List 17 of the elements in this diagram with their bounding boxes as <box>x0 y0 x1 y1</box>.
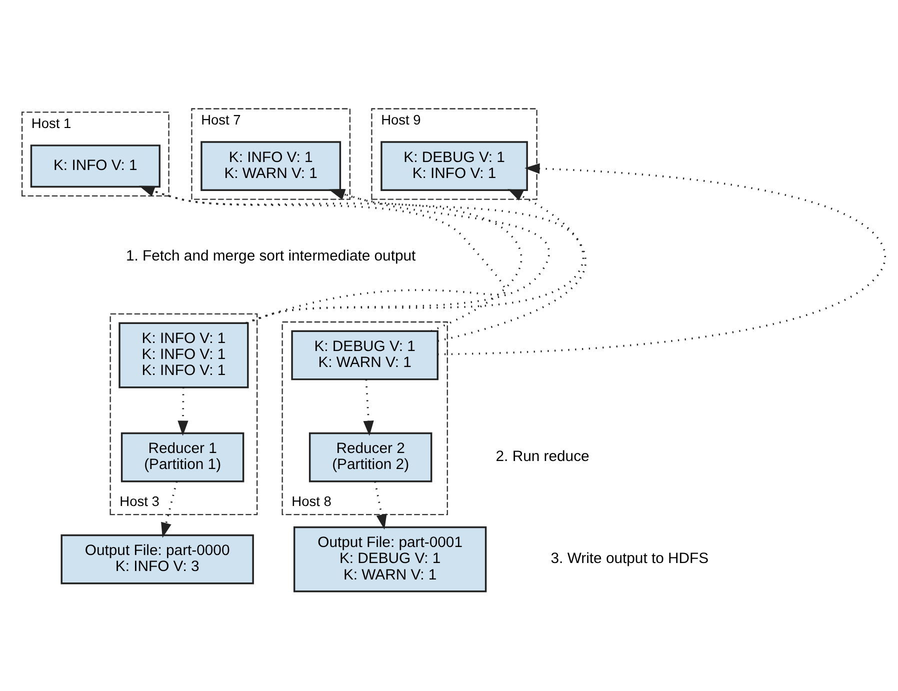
arrow <box>161 481 178 538</box>
label: 2. Run reduce <box>496 449 590 466</box>
arrow <box>363 379 374 436</box>
arrow <box>438 163 886 356</box>
node-box: K: DEBUG V: 1 K: INFO V: 1 <box>380 141 528 192</box>
node-box: Reducer 2 (Partition 2) <box>308 432 432 482</box>
node-box: Output File: part-0000 K: INFO V: 3 <box>60 534 254 584</box>
label: 3. Write output to HDFS <box>550 551 709 568</box>
node-box: K: INFO V: 1 <box>30 144 160 188</box>
node-box: K: INFO V: 1 K: WARN V: 1 <box>200 141 342 192</box>
label: 1. Fetch and merge sort intermediate output <box>126 248 416 265</box>
arrow <box>178 387 188 436</box>
node-box: Reducer 1 (Partition 1) <box>120 432 244 482</box>
node-box: K: DEBUG V: 1 K: WARN V: 1 <box>291 330 438 380</box>
node-box: Output File: part-0001 K: DEBUG V: 1 K: WARN V: 1 <box>293 526 487 592</box>
node-box: K: INFO V: 1 K: INFO V: 1 K: INFO V: 1 <box>118 322 249 388</box>
arrow <box>374 481 387 530</box>
